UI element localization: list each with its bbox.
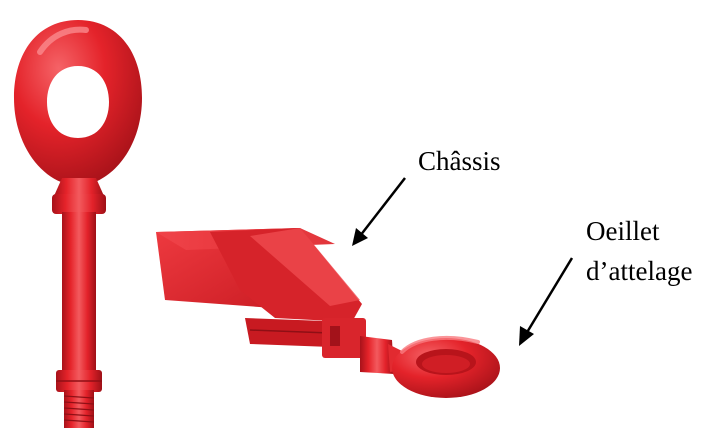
towing-eye-ring <box>14 20 142 182</box>
label-attelage: d’attelage <box>586 254 692 288</box>
arrow-down-left-icon <box>352 178 405 246</box>
towing-eye-vertical <box>14 20 142 428</box>
towing-eye-neck <box>54 178 104 196</box>
towing-eye-collar <box>52 194 106 214</box>
label-chassis: Châssis <box>418 144 501 178</box>
towing-eye-shaft <box>62 212 96 372</box>
label-oeillet: Oeillet <box>586 214 659 248</box>
arrow-down-left-icon <box>519 258 572 346</box>
coupling-assembly <box>156 228 500 398</box>
chassis-bracket <box>322 318 366 358</box>
coupling-eye-ring <box>392 338 500 398</box>
